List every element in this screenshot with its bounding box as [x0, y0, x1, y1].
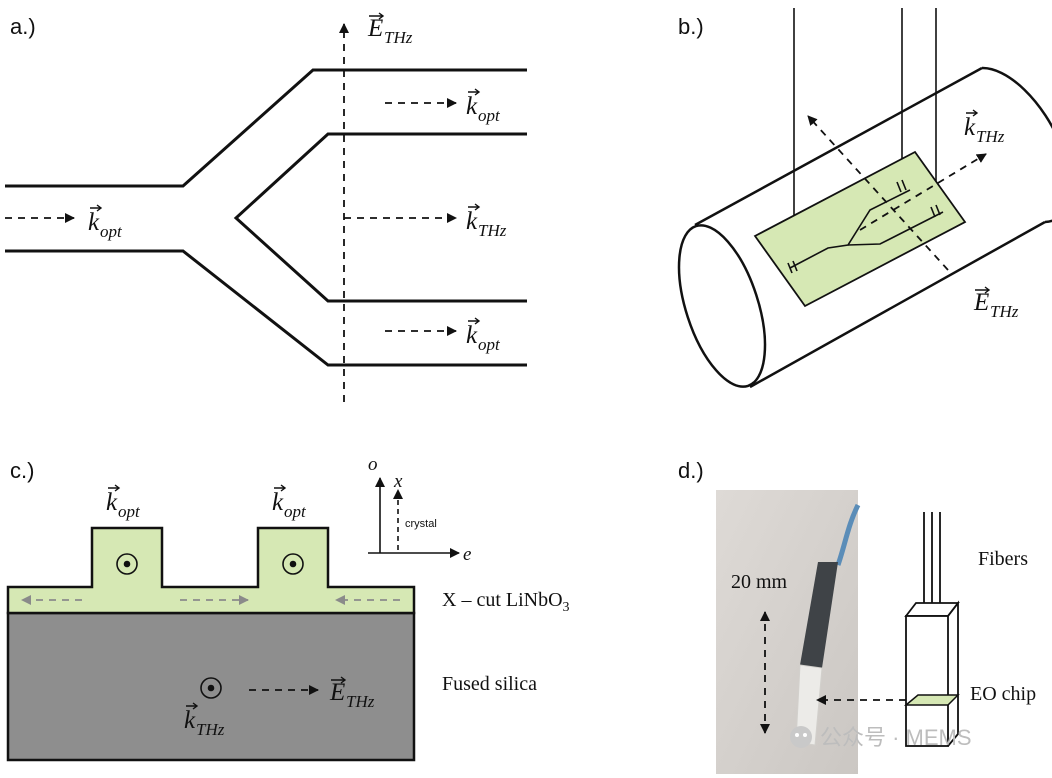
linbo3-layer — [6, 526, 416, 615]
fused-silica-text: Fused silica — [442, 673, 537, 695]
axis-e-label: e — [463, 544, 471, 565]
svg-text:k: k — [466, 93, 478, 120]
e-thz-label: E THz — [367, 12, 413, 47]
svg-text:opt: opt — [284, 502, 307, 521]
panel-b-label: b.) — [678, 14, 704, 39]
c-k-opt-left-label: k opt — [106, 484, 141, 521]
svg-text:公众号 · MEMS: 公众号 · MEMS — [820, 725, 972, 750]
svg-text:k: k — [466, 322, 478, 349]
svg-text:opt: opt — [478, 106, 501, 125]
panel-c: c.) k opt k opt o x — [6, 454, 570, 762]
linbo3-text: X – cut LiNbO3 — [442, 589, 570, 615]
axis-x-label: x — [393, 471, 403, 492]
b-k-arrow — [859, 153, 987, 231]
c-e-thz-label: E THz — [329, 676, 375, 711]
svg-text:THz: THz — [990, 302, 1019, 321]
svg-text:k: k — [184, 707, 196, 734]
b-e-thz-label: E THz — [973, 286, 1019, 321]
svg-text:k: k — [466, 208, 478, 235]
k-thz-middle-label: k THz — [466, 203, 507, 240]
svg-text:opt: opt — [478, 335, 501, 354]
svg-text:k: k — [272, 489, 284, 516]
svg-text:k: k — [88, 209, 100, 236]
svg-text:E: E — [367, 15, 383, 42]
svg-text:THz: THz — [346, 692, 375, 711]
scale-label: 20 mm — [731, 571, 788, 593]
d-eo-chip — [903, 694, 960, 706]
k-opt-top-label: k opt — [466, 88, 501, 125]
k-opt-bottom-label: k opt — [466, 317, 501, 354]
c-k-opt-right-label: k opt — [272, 484, 307, 521]
cylinder-holder — [677, 66, 1052, 389]
eo-chip-label: EO chip — [970, 683, 1036, 705]
svg-text:opt: opt — [118, 502, 141, 521]
svg-text:k: k — [106, 489, 118, 516]
svg-text:THz: THz — [196, 720, 225, 739]
watermark: 公众号 · MEMS — [790, 725, 972, 750]
panel-b: b.) k THz — [677, 8, 1052, 389]
k-opt-input-label: k opt — [88, 204, 123, 241]
panel-c-label: c.) — [10, 458, 34, 483]
b-k-thz-label: k THz — [964, 109, 1005, 146]
b-e-field-arrow — [807, 115, 949, 271]
svg-text:k: k — [964, 114, 976, 141]
panel-d-label: d.) — [678, 458, 704, 483]
c-ridge-dot-symbols — [116, 553, 304, 699]
probe-photo — [716, 490, 861, 774]
panel-a-label: a.) — [10, 14, 36, 39]
probe-schematic — [904, 512, 960, 747]
axis-crystal-label: crystal — [405, 518, 437, 530]
svg-text:E: E — [973, 289, 989, 316]
svg-text:THz: THz — [384, 28, 413, 47]
panel-a: a.) E THz k opt k opt k THz — [5, 12, 527, 402]
y-junction-waveguide — [5, 68, 527, 367]
svg-text:THz: THz — [976, 127, 1005, 146]
svg-text:THz: THz — [478, 221, 507, 240]
axis-o-label: o — [368, 454, 378, 475]
b-chip-waveguides — [787, 179, 944, 274]
svg-text:opt: opt — [100, 222, 123, 241]
fibers-label: Fibers — [978, 548, 1028, 570]
svg-text:E: E — [329, 679, 345, 706]
c-k-thz-label: k THz — [184, 702, 225, 739]
c-crystal-axes: o x crystal e — [368, 454, 471, 565]
panel-d: d.) 20 mm Fibers EO chip — [678, 458, 1036, 774]
